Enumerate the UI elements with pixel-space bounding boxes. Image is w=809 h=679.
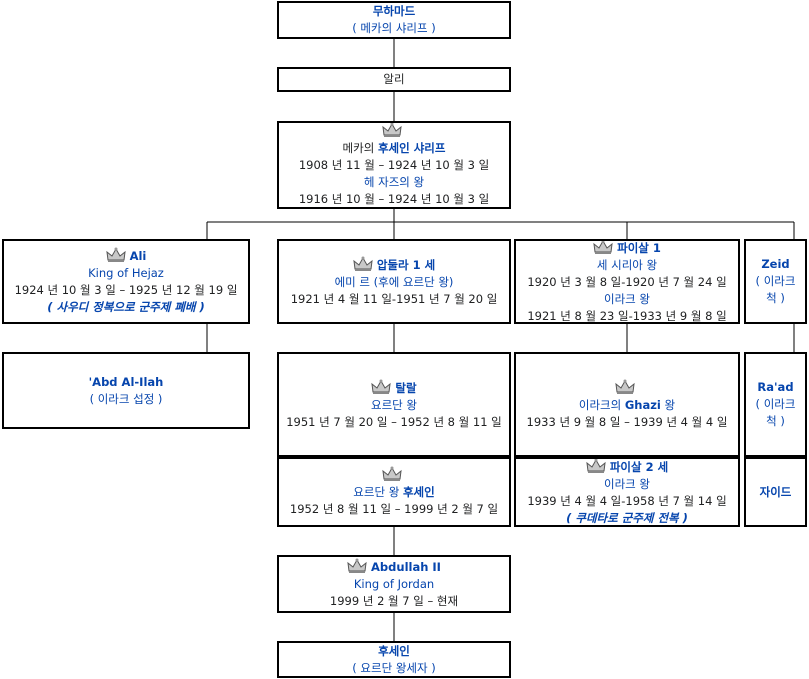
node-muhammad-name[interactable]: 무하마드	[372, 4, 416, 18]
node-faisal1-name[interactable]: 파이살 1	[617, 240, 661, 255]
node-abd-al-ilah-sub: ( 이라크 섭정 )	[89, 391, 163, 406]
node-talal: 탈랄 요르단 왕 1951 년 7 월 20 일 – 1952 년 8 월 11…	[277, 352, 511, 457]
node-hussein-jordan-reign: 1952 년 8 월 11 일 – 1999 년 2 월 7 일	[289, 502, 499, 516]
node-talal-name[interactable]: 탈랄	[395, 380, 417, 395]
node-ghazi-reign: 1933 년 9 월 8 일 – 1939 년 4 월 4 일	[526, 414, 728, 429]
node-ghazi: 이라크의 Ghazi 왕 1933 년 9 월 8 일 – 1939 년 4 월…	[514, 352, 740, 457]
crown-icon	[615, 379, 635, 394]
node-ali-hejaz-title[interactable]: King of Hejaz	[88, 266, 164, 280]
node-faisal1: 파이살 1 세 시리아 왕 1920 년 3 월 8 일-1920 년 7 월 …	[514, 239, 740, 324]
node-hussein-prefix: 메카의	[342, 141, 378, 155]
node-hussein-name[interactable]: 후세인 샤리프	[377, 141, 446, 155]
node-faisal2-title[interactable]: 이라크 왕	[604, 476, 650, 491]
node-hussein-sharif: 메카의 후세인 샤리프 1908 년 11 월 – 1924 년 10 월 3 …	[277, 121, 511, 209]
node-hussein-jordan: 요르단 왕 후세인 1952 년 8 월 11 일 – 1999 년 2 월 7…	[277, 457, 511, 527]
node-ali-ancestor: 알리	[277, 67, 511, 92]
node-hussein-reign2: 1916 년 10 월 – 1924 년 10 월 3 일	[298, 192, 490, 206]
node-faisal2-note[interactable]: ( 쿠데타로 군주제 전복 )	[566, 510, 688, 525]
node-abdullah2-name[interactable]: Abdullah II	[371, 560, 441, 574]
node-faisal2: 파이살 2 세 이라크 왕 1939 년 4 월 4 일-1958 년 7 월 …	[514, 457, 740, 527]
node-raad-sub: ( 이라크 척 )	[755, 397, 796, 428]
crown-icon	[105, 247, 126, 262]
node-ali-hejaz-reign: 1924 년 10 월 3 일 – 1925 년 12 월 19 일	[14, 283, 238, 297]
crown-icon	[593, 241, 613, 254]
node-muhammad: 무하마드 ( 메카의 샤리프 )	[277, 1, 511, 39]
node-ali-ancestor-name: 알리	[383, 72, 405, 86]
node-abdullah1-name[interactable]: 압둘라 1 세	[376, 257, 436, 272]
node-raad-name[interactable]: Ra'ad	[757, 380, 794, 394]
node-zeid-name[interactable]: Zeid	[761, 257, 790, 271]
node-faisal2-reign: 1939 년 4 월 4 일-1958 년 7 월 14 일	[527, 493, 727, 508]
node-ali-hejaz: Ali King of Hejaz 1924 년 10 월 3 일 – 1925…	[2, 239, 250, 324]
crown-icon	[371, 379, 392, 394]
node-zeid2: 자이드	[744, 457, 807, 527]
node-faisal1-title2[interactable]: 이라크 왕	[604, 291, 650, 306]
node-abdullah2-reign: 1999 년 2 월 7 일 – 현재	[329, 594, 459, 608]
node-zeid2-name[interactable]: 자이드	[759, 484, 792, 499]
node-zeid: Zeid ( 이라크 척 )	[744, 239, 807, 324]
crown-icon	[347, 558, 367, 573]
node-abd-al-ilah: 'Abd Al-Ilah ( 이라크 섭정 )	[2, 352, 250, 429]
node-hussein-crown-prince: 후세인 ( 요르단 왕세자 )	[277, 641, 511, 678]
node-ali-hejaz-name[interactable]: Ali	[129, 249, 147, 263]
node-raad: Ra'ad ( 이라크 척 )	[744, 352, 807, 457]
node-talal-title[interactable]: 요르단 왕	[371, 397, 417, 412]
node-abdullah2: Abdullah II King of Jordan 1999 년 2 월 7 …	[277, 555, 511, 613]
node-ali-hejaz-note[interactable]: ( 사우디 정복으로 군주제 폐배 )	[47, 300, 205, 314]
node-ghazi-prefix[interactable]: 이라크의	[578, 397, 625, 412]
node-ghazi-suffix[interactable]: 왕	[660, 397, 676, 412]
node-abdullah2-title[interactable]: King of Jordan	[353, 577, 435, 591]
crown-icon	[353, 256, 373, 271]
node-hussein-title2[interactable]: 헤 자즈의 왕	[363, 175, 425, 189]
node-faisal1-reign2: 1921 년 8 월 23 일-1933 년 9 월 8 일	[527, 308, 727, 323]
node-faisal1-title1[interactable]: 세 시리아 왕	[596, 257, 658, 272]
crown-icon	[586, 459, 606, 473]
node-hussein-jordan-prefix[interactable]: 요르단 왕	[353, 485, 403, 499]
node-ghazi-name[interactable]: Ghazi	[624, 397, 661, 412]
node-abdullah1: 압둘라 1 세 에미 르 (후에 요르단 왕) 1921 년 4 월 11 일-…	[277, 239, 511, 324]
node-abd-al-ilah-name[interactable]: 'Abd Al-Ilah	[88, 374, 164, 389]
node-faisal2-name[interactable]: 파이살 2 세	[609, 459, 669, 474]
crown-icon	[382, 466, 402, 481]
node-abdullah1-reign: 1921 년 4 월 11 일-1951 년 7 월 20 일	[290, 291, 498, 306]
node-zeid-sub: ( 이라크 척 )	[755, 274, 796, 305]
node-talal-reign: 1951 년 7 월 20 일 – 1952 년 8 월 11 일	[286, 414, 502, 429]
node-faisal1-reign1: 1920 년 3 월 8 일-1920 년 7 월 24 일	[527, 274, 727, 289]
node-hussein-crown-name[interactable]: 후세인	[378, 643, 410, 658]
node-muhammad-sub: ( 메카의 샤리프 )	[352, 21, 436, 35]
node-hussein-jordan-name[interactable]: 후세인	[402, 485, 435, 499]
node-hussein-crown-sub: ( 요르단 왕세자 )	[352, 660, 436, 675]
crown-icon	[382, 123, 402, 137]
node-abdullah1-title[interactable]: 에미 르 (후에 요르단 왕)	[334, 274, 454, 289]
node-hussein-reign1: 1908 년 11 월 – 1924 년 10 월 3 일	[298, 158, 490, 172]
